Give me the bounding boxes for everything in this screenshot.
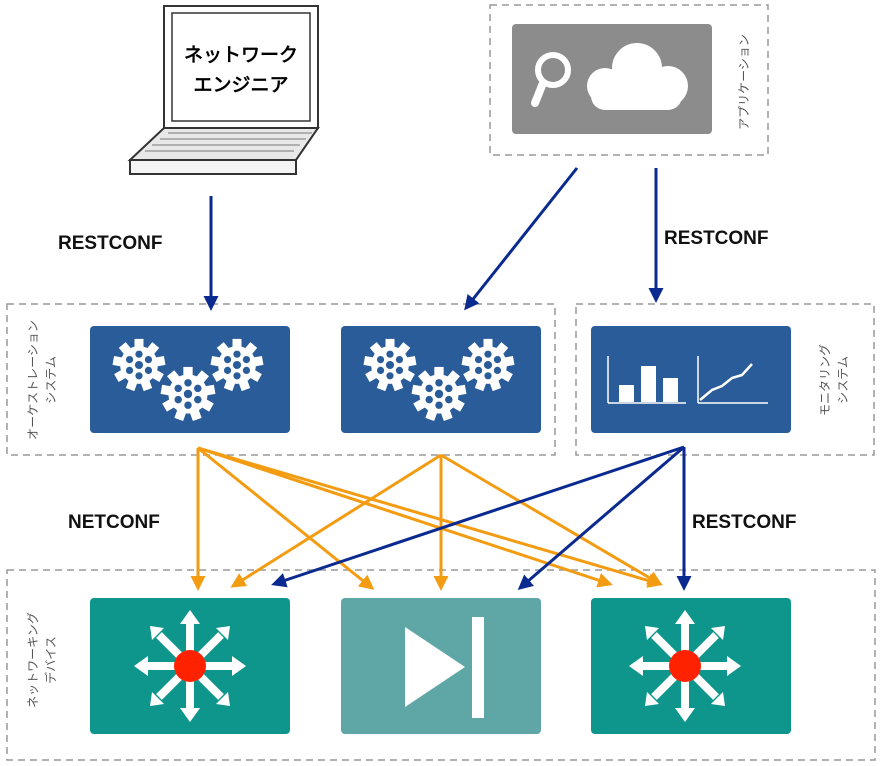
- bar-chart-icon: [607, 356, 686, 404]
- engineer-label-line2: エンジニア: [193, 74, 288, 96]
- monitoring-group: [575, 303, 875, 456]
- cloud-icon: [587, 43, 688, 110]
- orchestration-box-2: [341, 326, 541, 433]
- monitoring-box: [591, 326, 791, 433]
- firewall-device: [341, 598, 541, 734]
- switch-device-2: [591, 598, 791, 734]
- orchestration-label-line2: システム: [44, 356, 58, 404]
- firewall-icon: [405, 617, 484, 718]
- networking-label-line1: ネットワーキング: [26, 612, 40, 708]
- restconf-label-engineer: RESTCONF: [58, 233, 163, 254]
- search-icon: [531, 52, 571, 107]
- line-chart-icon: [697, 356, 768, 404]
- netconf-arrows: [190, 446, 663, 591]
- monitoring-label-line1: モニタリング: [818, 344, 832, 416]
- networking-label-line2: デバイス: [43, 636, 58, 684]
- application-group: [489, 4, 769, 156]
- restconf-label-application: RESTCONF: [664, 228, 769, 249]
- restconf-label-monitoring: RESTCONF: [692, 512, 797, 533]
- application-label: アプリケーション: [737, 34, 751, 130]
- laptop-icon: [127, 5, 320, 175]
- monitoring-label-line2: システム: [836, 356, 850, 404]
- application-box: [512, 24, 712, 134]
- netconf-label: NETCONF: [68, 512, 160, 533]
- switch-icon: [134, 610, 246, 722]
- orchestration-box-1: [90, 326, 290, 433]
- switch-device-1: [90, 598, 290, 734]
- engineer-label-line1: ネットワーク: [184, 44, 298, 66]
- restconf-arrows: [203, 167, 692, 591]
- switch-icon: [629, 610, 741, 722]
- orchestration-label-line1: オーケストレーション: [26, 320, 40, 440]
- orchestration-group: [6, 303, 556, 456]
